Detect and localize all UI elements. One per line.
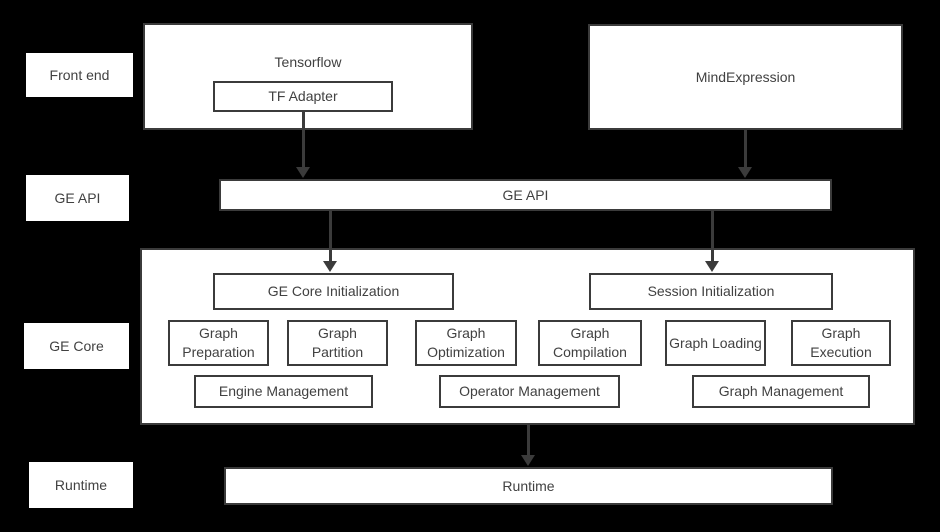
- row-label-ge-api: GE API: [26, 175, 129, 221]
- runtime-bar-label: Runtime: [502, 477, 555, 494]
- arrow-head-icon: [323, 261, 337, 272]
- arrow-stem: [301, 112, 305, 167]
- stage-graph-execution-label: Graph Execution: [810, 325, 872, 360]
- mindexpression-box: MindExpression: [588, 24, 903, 130]
- graph-management-box: Graph Management: [692, 375, 870, 408]
- row-label-front-end: Front end: [26, 53, 133, 97]
- stage-graph-optimization-label: Graph Optimization: [427, 325, 505, 360]
- row-label-ge-core: GE Core: [24, 323, 129, 369]
- ge-api-bar-label: GE API: [502, 186, 549, 203]
- arrow-ge-core-to-runtime-icon: [521, 425, 535, 466]
- stage-graph-partition-box: Graph Partition: [287, 320, 388, 366]
- ge-api-bar: GE API: [219, 179, 832, 211]
- runtime-bar: Runtime: [224, 467, 833, 505]
- arrow-stem: [328, 211, 332, 261]
- ge-core-box: GE Core Initialization Session Initializ…: [140, 248, 915, 425]
- arrow-head-icon: [296, 167, 310, 178]
- arrow-head-icon: [705, 261, 719, 272]
- arrow-head-icon: [738, 167, 752, 178]
- stage-graph-partition-label: Graph Partition: [311, 325, 364, 360]
- arrow-ge-api-to-session-init-icon: [705, 211, 719, 272]
- arrow-stem: [710, 211, 714, 261]
- tf-adapter-label: TF Adapter: [268, 88, 338, 104]
- tensorflow-label: Tensorflow: [274, 54, 342, 70]
- stage-graph-preparation-label: Graph Preparation: [182, 325, 255, 360]
- stage-graph-optimization-box: Graph Optimization: [415, 320, 517, 366]
- arrow-ge-api-to-core-init-icon: [323, 211, 337, 272]
- stage-graph-loading-box: Graph Loading: [665, 320, 766, 366]
- stage-graph-compilation-box: Graph Compilation: [538, 320, 642, 366]
- arrow-stem: [526, 425, 530, 455]
- operator-management-box: Operator Management: [439, 375, 620, 408]
- stage-graph-execution-box: Graph Execution: [791, 320, 891, 366]
- engine-management-label: Engine Management: [218, 383, 349, 399]
- row-label-runtime: Runtime: [29, 462, 133, 508]
- session-initialization-label: Session Initialization: [647, 283, 775, 299]
- mindexpression-label: MindExpression: [695, 68, 796, 85]
- arrow-stem: [743, 130, 747, 167]
- operator-management-label: Operator Management: [459, 383, 600, 399]
- engine-management-box: Engine Management: [194, 375, 373, 408]
- session-initialization-box: Session Initialization: [589, 273, 833, 310]
- ge-core-initialization-box: GE Core Initialization: [213, 273, 454, 310]
- tensorflow-box: Tensorflow TF Adapter: [143, 23, 473, 130]
- stage-graph-loading-label: Graph Loading: [669, 334, 762, 351]
- arrow-tf-adapter-to-ge-api-icon: [296, 112, 310, 178]
- ge-core-initialization-label: GE Core Initialization: [267, 283, 400, 299]
- tf-adapter-box: TF Adapter: [213, 81, 393, 112]
- stage-graph-preparation-box: Graph Preparation: [168, 320, 269, 366]
- arrow-head-icon: [521, 455, 535, 466]
- graph-management-label: Graph Management: [718, 383, 844, 399]
- arrow-mindexpression-to-ge-api-icon: [738, 130, 752, 178]
- stage-graph-compilation-label: Graph Compilation: [553, 325, 627, 360]
